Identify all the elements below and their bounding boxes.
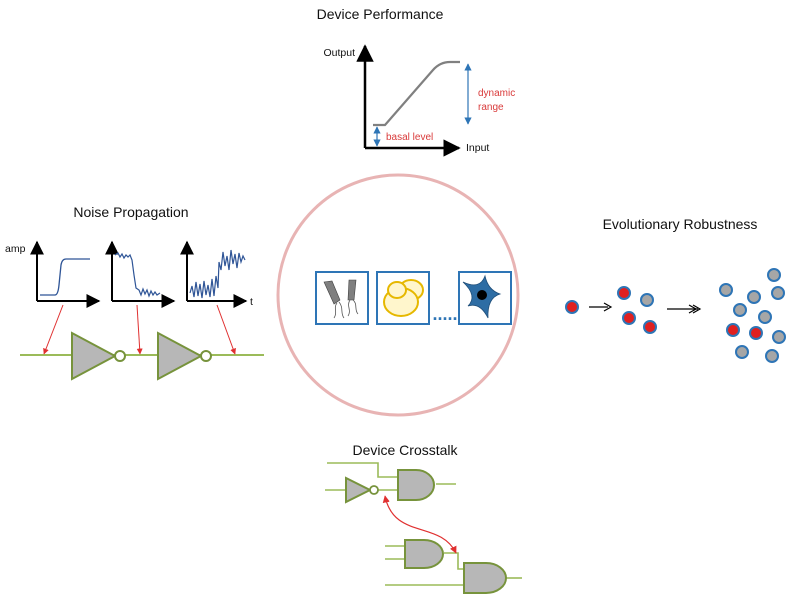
performance-title: Device Performance: [317, 6, 444, 22]
and-gate-2: [404, 539, 444, 569]
normal-cell: [758, 310, 772, 324]
normal-cell: [765, 349, 779, 363]
and-gate-3: [463, 562, 507, 594]
noise-title: Noise Propagation: [73, 204, 188, 220]
mutant-cell: [726, 323, 740, 337]
probe-arrow-3: [216, 304, 236, 355]
center-panel: .....: [276, 173, 520, 417]
evolution-arrow-1: [589, 302, 613, 312]
normal-cell: [735, 345, 749, 359]
mutant-cell: [617, 286, 631, 300]
normal-cell: [640, 293, 654, 307]
noise-propagation-panel: Noise Propagation amp t: [5, 204, 264, 381]
mutant-cell: [622, 311, 636, 325]
probe-arrow-1: [43, 304, 64, 355]
cell-dots: [565, 268, 786, 363]
center-circle: [276, 173, 520, 417]
noisy-signal-2: [189, 249, 246, 299]
output-axis-label: Output: [323, 47, 355, 59]
dynamic-range-label-2: range: [478, 102, 504, 113]
mutant-cell: [643, 320, 657, 334]
dynamic-range-label: dynamic: [478, 88, 515, 99]
clean-signal: [40, 258, 90, 296]
not-gate-2: [157, 331, 212, 381]
neuron-cell-icon: [462, 274, 502, 319]
device-crosstalk-panel: Device Crosstalk: [325, 442, 522, 594]
ellipsis-dots: .....: [432, 304, 457, 324]
evolution-title: Evolutionary Robustness: [603, 216, 758, 232]
noisy-signal-1: [114, 252, 161, 298]
plot-3: [180, 240, 248, 308]
plot-1: [30, 240, 101, 308]
evolutionary-robustness-panel: Evolutionary Robustness: [565, 216, 786, 363]
normal-cell: [771, 286, 785, 300]
device-performance-panel: Device Performance Output Input dynamic …: [317, 6, 515, 157]
basal-level-label: basal level: [386, 132, 433, 143]
input-axis-label: Input: [466, 142, 489, 154]
probe-arrow-2: [136, 304, 143, 355]
time-axis-label: t: [250, 296, 253, 308]
normal-cell: [719, 283, 733, 297]
amp-axis-label: amp: [5, 243, 26, 255]
electrode-box: [315, 271, 369, 325]
normal-cell: [772, 330, 786, 344]
transfer-curve: [373, 60, 460, 127]
yeast-cell-icon: [383, 279, 424, 317]
mutant-cell: [749, 326, 763, 340]
evolution-arrow-2: [667, 304, 702, 314]
not-gate-crosstalk: [345, 476, 379, 504]
crosstalk-arrow: [382, 495, 457, 554]
yeast-box: [376, 271, 430, 325]
neuron-box: [458, 271, 512, 325]
not-gate-1: [71, 331, 126, 381]
normal-cell: [767, 268, 781, 282]
normal-cell: [733, 303, 747, 317]
normal-cell: [747, 290, 761, 304]
mutant-cell: [565, 300, 579, 314]
crosstalk-title: Device Crosstalk: [352, 442, 458, 458]
and-gate-1: [397, 469, 435, 501]
wires-top: [325, 462, 456, 491]
plot-2: [105, 240, 176, 308]
electrode-icon: [323, 279, 359, 319]
